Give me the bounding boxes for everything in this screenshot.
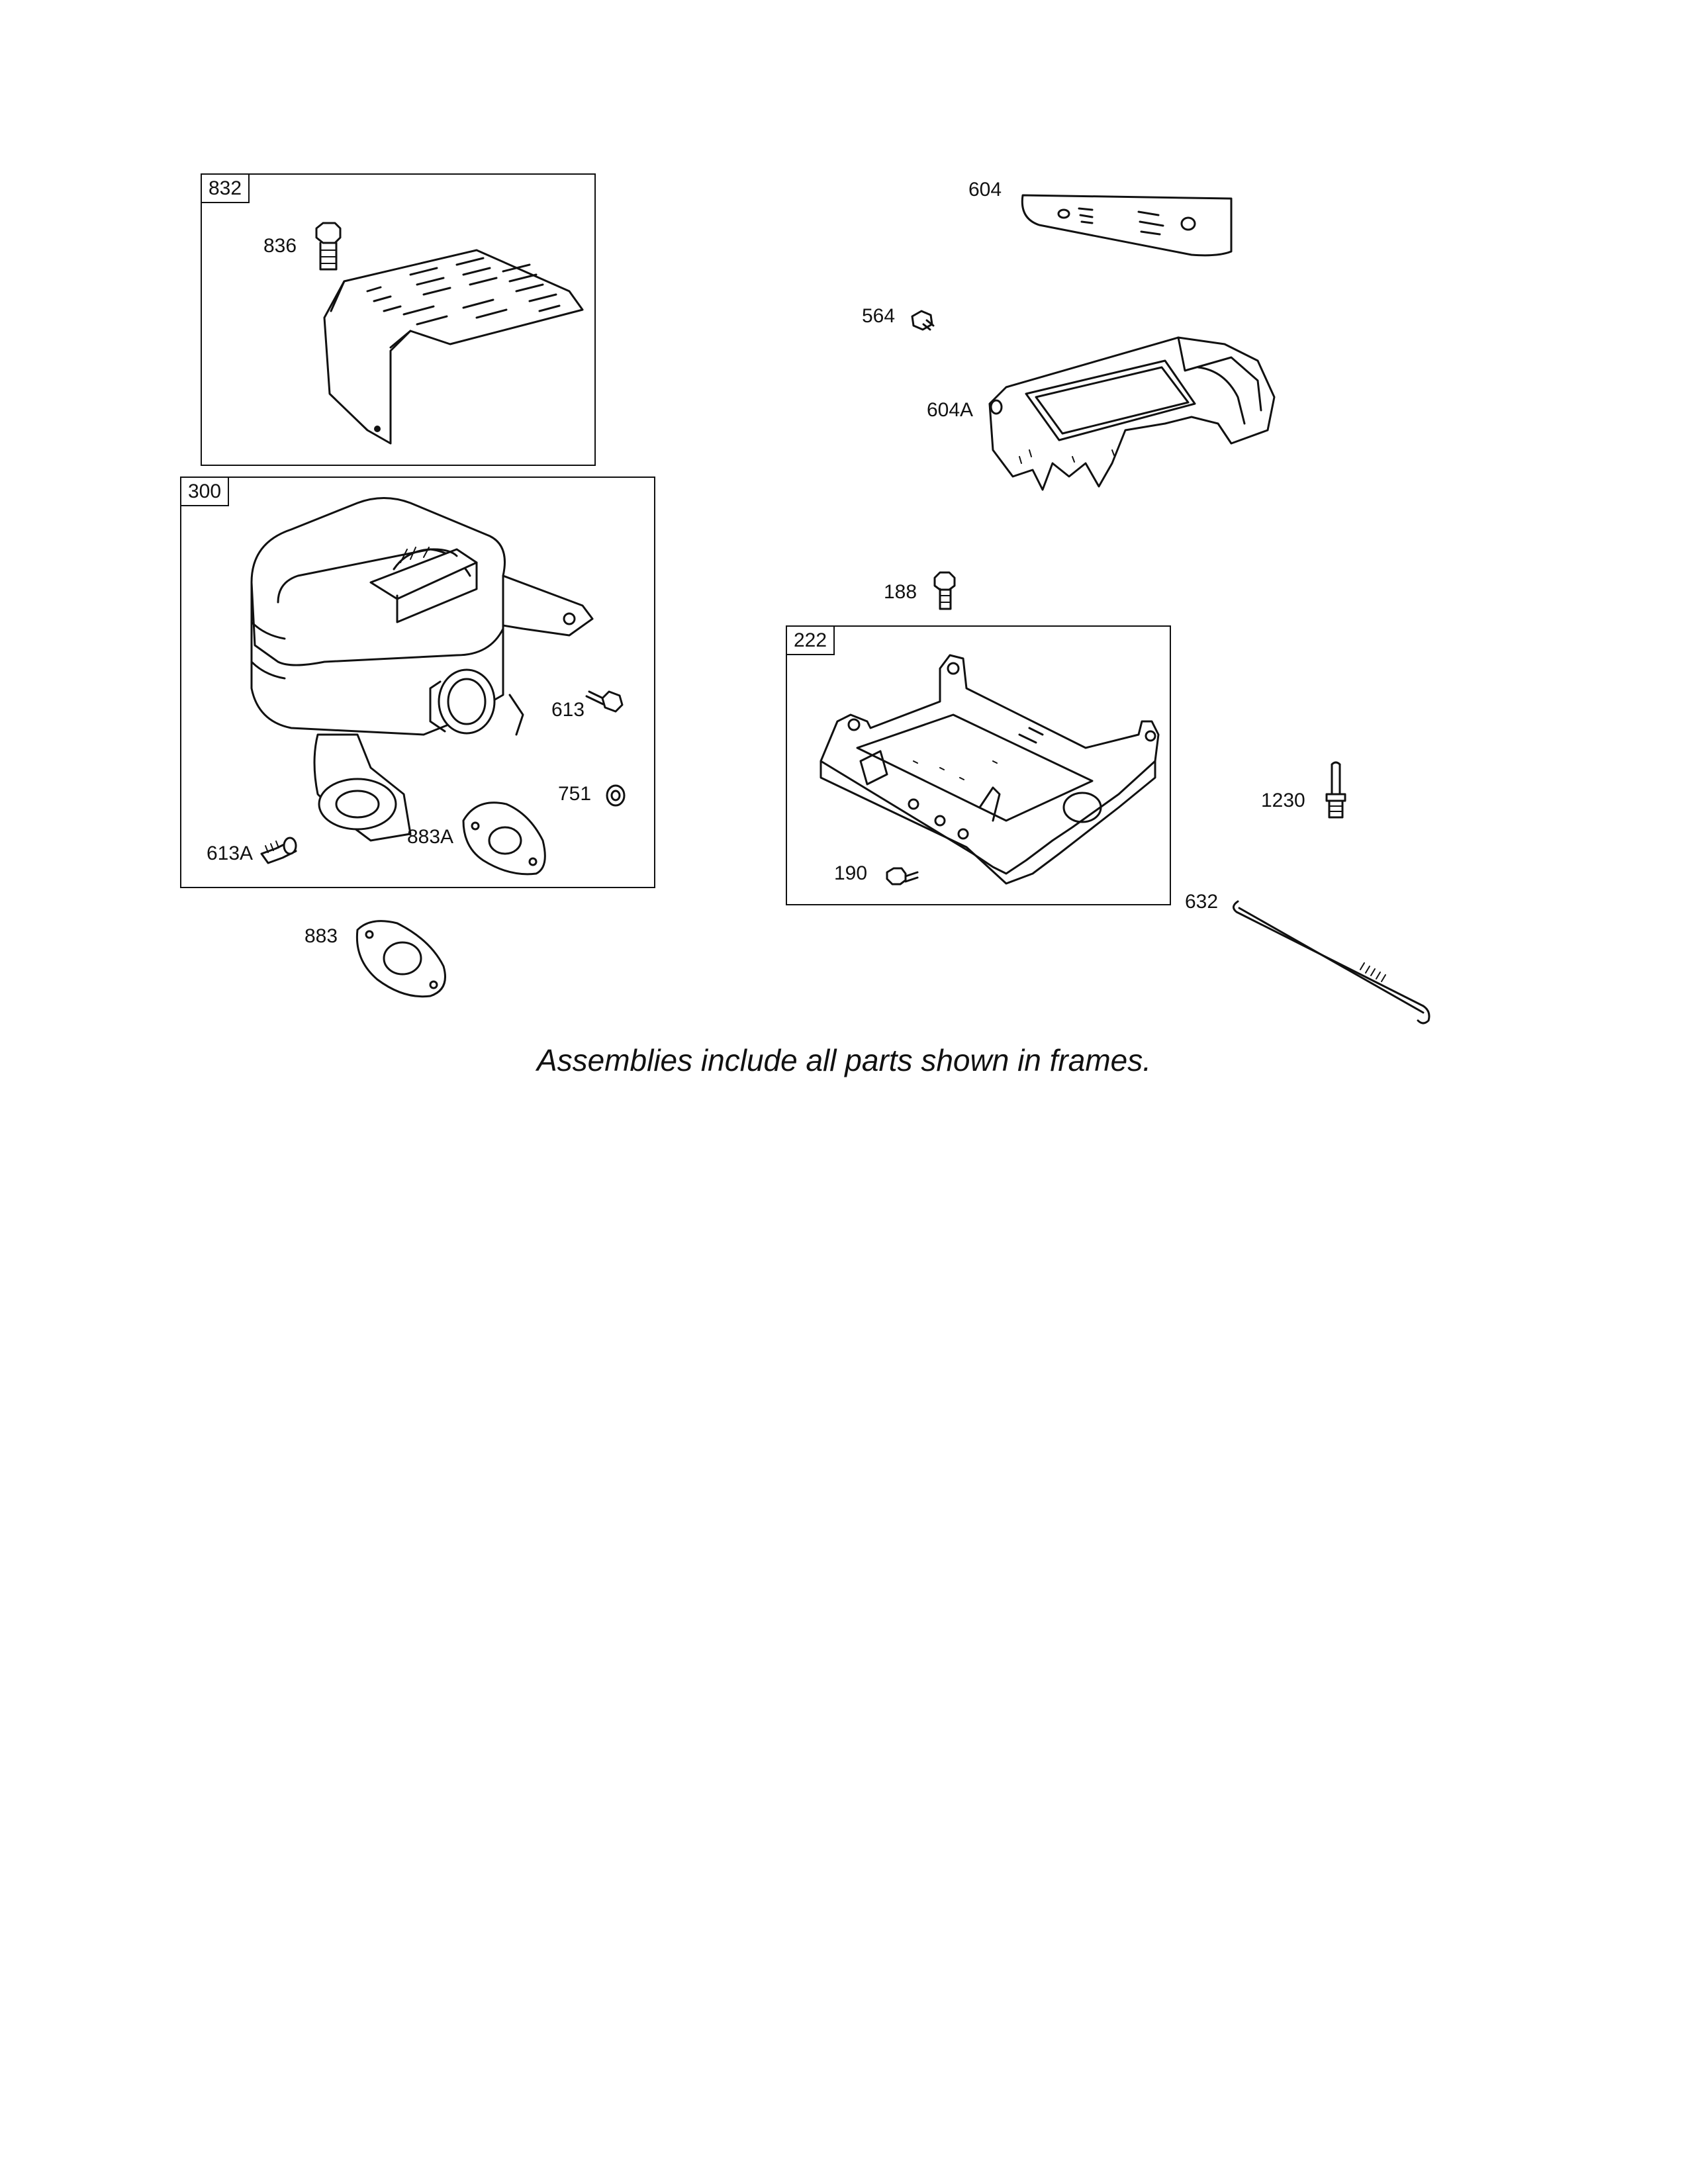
part-label-613A: 613A	[207, 842, 254, 864]
part-label-188: 188	[884, 581, 917, 603]
assembly-frame-832: 832	[201, 173, 596, 466]
bolt-613A-drawing	[260, 837, 297, 864]
screw-190-drawing	[886, 867, 919, 886]
bolt-836-drawing	[315, 222, 342, 271]
part-label-613: 613	[551, 699, 585, 721]
part-label-604A: 604A	[927, 399, 974, 421]
bolt-188-drawing	[933, 571, 956, 610]
part-label-190: 190	[834, 862, 868, 884]
stud-1230-drawing	[1325, 761, 1346, 819]
part-label-883: 883	[305, 925, 338, 947]
link-632-drawing	[1233, 900, 1430, 1024]
part-label-883A: 883A	[407, 826, 454, 848]
washer-751-drawing	[606, 784, 626, 807]
gasket-883-drawing	[355, 920, 446, 998]
gasket-883A-drawing	[462, 801, 546, 876]
part-label-1230: 1230	[1261, 790, 1305, 811]
strip-604-drawing	[1021, 194, 1233, 257]
assembly-caption: Assemblies include all parts shown in fr…	[536, 1043, 1152, 1077]
frame-tag-222: 222	[787, 627, 835, 655]
assembly-frame-222: 222	[786, 625, 1171, 905]
base-plate-222-drawing	[820, 654, 1160, 885]
frame-tag-300: 300	[181, 478, 230, 506]
bolt-613-drawing	[585, 690, 624, 713]
muffler-300-drawing	[250, 497, 594, 842]
part-label-604: 604	[968, 179, 1002, 201]
part-label-836: 836	[263, 235, 297, 257]
part-label-632: 632	[1185, 891, 1219, 913]
screw-564-drawing	[911, 310, 935, 331]
heat-shield-832-drawing	[323, 249, 584, 445]
cover-604A-drawing	[988, 336, 1276, 491]
part-label-564: 564	[862, 305, 896, 327]
assembly-frame-300: 300	[180, 477, 655, 888]
part-label-751: 751	[558, 783, 592, 805]
frame-tag-832: 832	[202, 175, 250, 203]
